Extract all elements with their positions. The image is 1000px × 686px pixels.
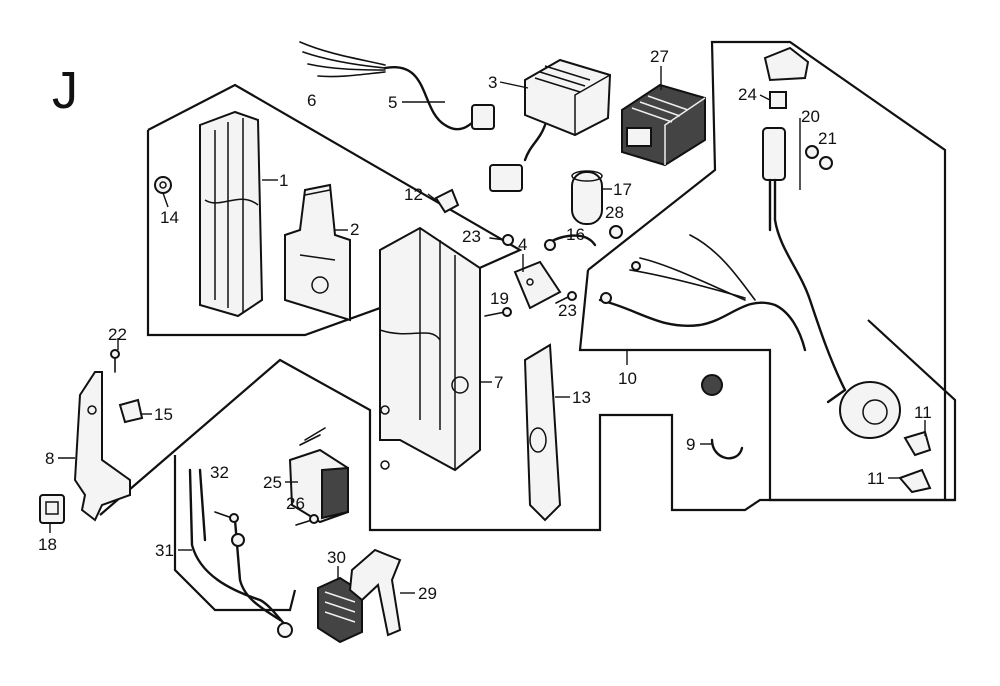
callout-17: 17 — [613, 180, 632, 199]
callout-18: 18 — [38, 535, 57, 554]
callout-15: 15 — [154, 405, 173, 424]
part-25-rectifier — [288, 427, 349, 524]
part-11-key-top — [903, 430, 932, 457]
part-17-capacitor — [571, 170, 603, 225]
part-22-bolt — [110, 349, 120, 373]
group-frame-31 — [173, 455, 297, 612]
callout-11-bottom: 11 — [867, 469, 885, 488]
leader-3 — [499, 81, 529, 89]
part-23-screw-bottom — [555, 291, 577, 304]
group-frame-10 — [578, 269, 955, 502]
part-29-bracket — [348, 548, 402, 637]
part-14-grommet — [154, 176, 172, 194]
callout-28: 28 — [605, 203, 624, 222]
group-frame-27-24 — [587, 40, 947, 500]
grommet — [701, 374, 723, 396]
part-9-clamp — [710, 438, 744, 460]
part-30-module — [317, 576, 363, 644]
part-28-nut — [609, 225, 623, 239]
callout-32: 32 — [210, 463, 229, 482]
callout-25: 25 — [263, 473, 282, 492]
part-1-cover — [199, 110, 264, 318]
callout-13: 13 — [572, 388, 591, 407]
part-7-control-box — [379, 226, 481, 472]
callout-16: 16 — [566, 225, 585, 244]
part-13-plate — [523, 343, 562, 522]
section-letter: J — [52, 62, 78, 120]
callout-26: 26 — [286, 494, 305, 513]
part-27-rectifier — [621, 83, 706, 167]
callout-10: 10 — [618, 369, 637, 388]
callout-7: 7 — [494, 373, 503, 392]
callout-12: 12 — [404, 185, 423, 204]
callout-21: 21 — [818, 129, 837, 148]
callout-19: 19 — [490, 289, 509, 308]
callout-30: 30 — [327, 548, 346, 567]
part-5-wire — [299, 41, 495, 131]
callout-6: 6 — [307, 91, 316, 110]
part-23-screw-top — [489, 234, 514, 246]
part-26-screw — [295, 514, 319, 526]
part-18-connector — [39, 494, 65, 524]
part-15-clip — [118, 398, 144, 424]
part-8-bracket — [73, 371, 131, 522]
leader-24 — [759, 94, 771, 101]
callout-23-bottom: 23 — [558, 301, 577, 320]
callout-3: 3 — [488, 73, 497, 92]
part-31-wire — [188, 468, 293, 638]
callout-5: 5 — [388, 93, 397, 112]
part-10-harness — [598, 234, 807, 352]
callout-20: 20 — [801, 107, 820, 126]
callout-24: 24 — [738, 85, 757, 104]
part-2-bracket — [284, 183, 351, 322]
part-24-fuse — [762, 46, 847, 392]
part-16-wire-clip — [543, 234, 597, 251]
ignition-switch — [826, 381, 901, 439]
callout-1: 1 — [279, 171, 288, 190]
part-4-bracket — [513, 260, 562, 310]
callout-27: 27 — [650, 47, 669, 66]
leader-12 — [427, 193, 437, 201]
callout-31: 31 — [155, 541, 174, 560]
part-19-screw — [484, 307, 512, 317]
callout-22: 22 — [108, 325, 127, 344]
callout-2: 2 — [350, 220, 359, 239]
callout-29: 29 — [418, 584, 437, 603]
callout-9: 9 — [686, 435, 695, 454]
callout-4: 4 — [518, 235, 527, 254]
callout-11-top: 11 — [914, 403, 932, 422]
part-32-screw — [214, 511, 239, 523]
leader-14 — [162, 192, 169, 208]
callout-23-top: 23 — [462, 227, 481, 246]
part-12-clip — [434, 188, 460, 214]
part-3-regulator — [489, 58, 612, 192]
callout-8: 8 — [45, 449, 54, 468]
part-20-21-washers — [805, 145, 833, 170]
part-11-key-bottom — [898, 468, 932, 494]
callout-14: 14 — [160, 208, 179, 227]
